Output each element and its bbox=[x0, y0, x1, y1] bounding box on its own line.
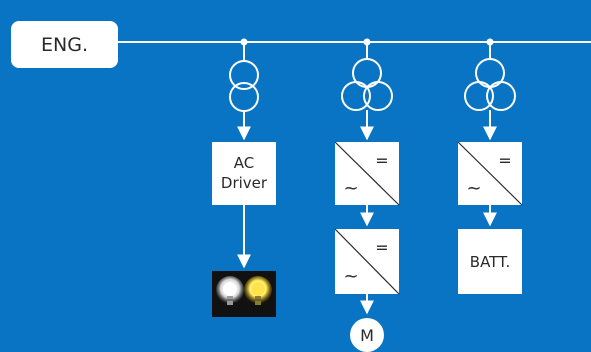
ac-driver-label-line1: AC bbox=[234, 154, 254, 172]
ac-driver-label-line2: Driver bbox=[221, 174, 268, 192]
converter-box-2: = ~ bbox=[334, 228, 400, 295]
converter-dc-symbol: = bbox=[498, 151, 511, 170]
engine-box bbox=[11, 21, 118, 68]
engine-label: ENG. bbox=[41, 34, 88, 56]
engine-node: ENG. bbox=[11, 21, 118, 68]
battery-label: BATT. bbox=[470, 253, 510, 271]
three-circle-transformer-icon bbox=[464, 58, 516, 111]
battery-box bbox=[458, 229, 522, 294]
converter-ac-symbol: ~ bbox=[466, 178, 481, 199]
converter-ac-symbol: ~ bbox=[343, 178, 358, 199]
three-circle-transformer-icon bbox=[341, 58, 393, 111]
motor-node: M bbox=[350, 318, 384, 352]
branch-battery: = ~ BATT. bbox=[457, 38, 523, 294]
battery-node: BATT. bbox=[458, 229, 522, 294]
two-circle-transformer-icon bbox=[229, 60, 259, 112]
converter-dc-symbol: = bbox=[375, 238, 388, 257]
converter-box-1: = ~ bbox=[334, 141, 400, 206]
motor-circle bbox=[350, 318, 384, 352]
branch-ac-driver: AC Driver bbox=[212, 38, 276, 317]
branch-motor: = ~ = ~ M bbox=[334, 38, 400, 352]
motor-label: M bbox=[360, 326, 374, 345]
light-bulbs-icon bbox=[212, 271, 276, 317]
ac-driver-box bbox=[212, 142, 276, 205]
converter-ac-symbol: ~ bbox=[343, 266, 358, 287]
converter-box-3: = ~ bbox=[457, 141, 523, 206]
converter-dc-symbol: = bbox=[375, 151, 388, 170]
